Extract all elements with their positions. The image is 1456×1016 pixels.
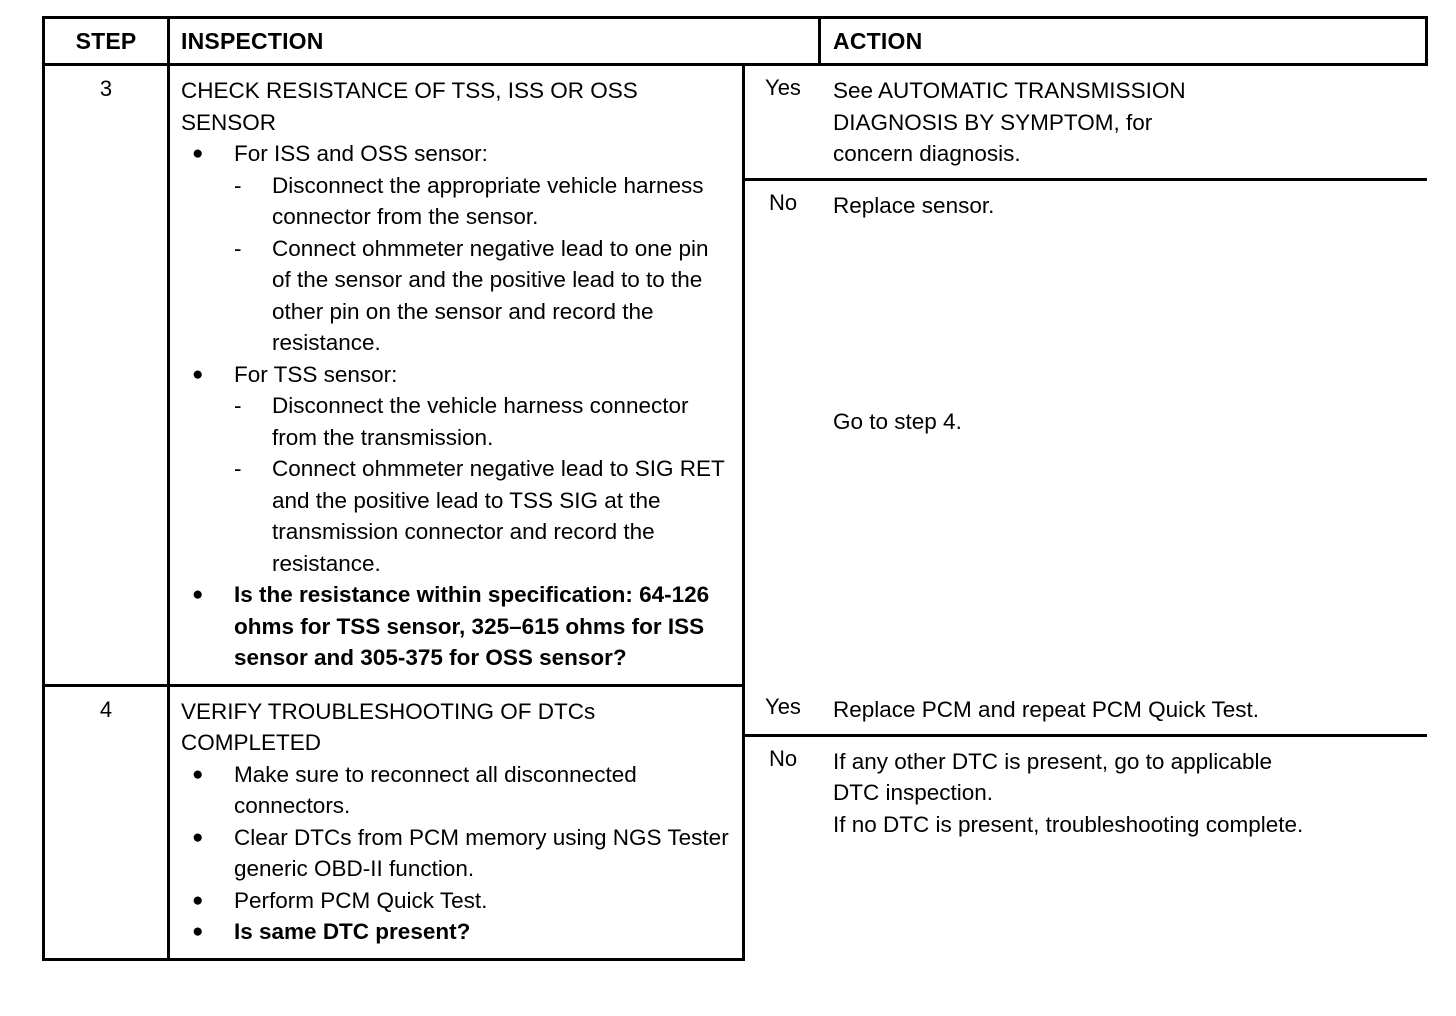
step-number: 3 bbox=[42, 63, 170, 687]
action-cell: Replace sensor. Go to step 4. bbox=[821, 179, 1427, 446]
sub-item-text: Disconnect the appropriate vehicle harne… bbox=[272, 172, 704, 230]
table-header: STEP INSPECTION ACTION bbox=[42, 16, 1429, 66]
answer-action-table: Yes Replace PCM and repeat PCM Quick Test… bbox=[745, 685, 1427, 848]
bullet-text: Make sure to reconnect all disconnected … bbox=[234, 761, 637, 819]
answer-label-yes: Yes bbox=[745, 685, 821, 737]
inspection-bullet-item: ● Is the resistance within specification:… bbox=[181, 579, 732, 674]
action-group-cell: Yes See AUTOMATIC TRANSMISSION DIAGNOSIS B… bbox=[743, 64, 1427, 685]
inspection-sub-item: - Disconnect the appropriate vehicle harn… bbox=[234, 170, 732, 233]
inspection-title-line: CHECK RESISTANCE OF TSS, ISS OR OSS bbox=[181, 78, 638, 103]
table-body: 3 CHECK RESISTANCE OF TSS, ISS OR OSS SENS… bbox=[42, 63, 1427, 961]
action-text-line: Replace PCM and repeat PCM Quick Test. bbox=[833, 697, 1260, 722]
bullet-text: Is same DTC present? bbox=[234, 919, 471, 944]
column-header-inspection: INSPECTION bbox=[166, 16, 822, 66]
action-text-line: DTC inspection. bbox=[833, 780, 994, 805]
inspection-bullet-list: ● For ISS and OSS sensor: - Disconnect the … bbox=[181, 138, 732, 674]
inspection-sub-list: - Disconnect the appropriate vehicle harn… bbox=[234, 170, 732, 359]
action-text-line: Go to step 4. bbox=[833, 409, 962, 434]
bullet-point-icon: ● bbox=[192, 143, 204, 164]
inspection-bullet-item: ● Clear DTCs from PCM memory using NGS Te… bbox=[181, 822, 732, 885]
action-cell: If any other DTC is present, go to appli… bbox=[821, 735, 1427, 848]
action-group-cell: Yes Replace PCM and repeat PCM Quick Test… bbox=[743, 685, 1427, 959]
inspection-sub-item: - Disconnect the vehicle harness connecto… bbox=[234, 390, 732, 453]
action-cell: Replace PCM and repeat PCM Quick Test. bbox=[821, 685, 1427, 737]
bullet-point-icon: ● bbox=[192, 889, 204, 911]
sub-item-text: Connect ohmmeter negative lead to one pi… bbox=[272, 235, 709, 356]
column-header-step: STEP bbox=[42, 16, 170, 66]
inspection-title-line: COMPLETED bbox=[181, 730, 322, 755]
action-text-line: Replace sensor. bbox=[833, 192, 995, 218]
answer-row: No If any other DTC is present, go to app… bbox=[745, 735, 1427, 848]
action-text-line: If any other DTC is present, go to appli… bbox=[833, 748, 1272, 774]
bullet-text: Clear DTCs from PCM memory using NGS Tes… bbox=[234, 824, 729, 882]
inspection-bullet-item: ● Perform PCM Quick Test. bbox=[181, 885, 732, 917]
answer-row: Yes See AUTOMATIC TRANSMISSION DIAGNOSIS B… bbox=[745, 66, 1427, 181]
inspection-bullet-item: ● Make sure to reconnect all disconnected… bbox=[181, 759, 732, 822]
inspection-bullet-item: ● Is same DTC present? bbox=[181, 916, 732, 948]
sub-item-text: Disconnect the vehicle harness connector… bbox=[272, 393, 689, 450]
action-text-line: See AUTOMATIC TRANSMISSION bbox=[833, 78, 1186, 103]
bullet-text: For ISS and OSS sensor: bbox=[234, 141, 488, 166]
answer-label-no: No bbox=[745, 735, 821, 848]
header-row: STEP INSPECTION ACTION bbox=[42, 16, 1429, 66]
inspection-bullet-item: ● For TSS sensor: - Disconnect the vehicle … bbox=[181, 359, 732, 580]
bullet-point-icon: ● bbox=[192, 826, 204, 848]
action-text-line: If no DTC is present, troubleshooting co… bbox=[833, 811, 1304, 837]
inspection-cell: CHECK RESISTANCE OF TSS, ISS OR OSS SENSO… bbox=[167, 63, 745, 687]
column-header-action: ACTION bbox=[818, 16, 1429, 66]
answer-row: No Replace sensor. Go to step 4. bbox=[745, 179, 1427, 446]
answer-label-no: No bbox=[745, 179, 821, 446]
inspection-bullet-list: ● Make sure to reconnect all disconnected… bbox=[181, 759, 732, 948]
inspection-bullet-item: ● For ISS and OSS sensor: - Disconnect the … bbox=[181, 138, 732, 359]
action-text-line: concern diagnosis. bbox=[833, 141, 1021, 166]
dash-marker-icon: - bbox=[234, 456, 242, 481]
inspection-sub-list: - Disconnect the vehicle harness connecto… bbox=[234, 390, 732, 579]
step-number: 4 bbox=[42, 683, 170, 961]
inspection-title-line: VERIFY TROUBLESHOOTING OF DTCs bbox=[181, 698, 596, 724]
dash-marker-icon: - bbox=[234, 393, 242, 418]
answer-row: Yes Replace PCM and repeat PCM Quick Test… bbox=[745, 685, 1427, 737]
inspection-sub-item: - Connect ohmmeter negative lead to one p… bbox=[234, 233, 732, 359]
bullet-text: Perform PCM Quick Test. bbox=[234, 887, 488, 913]
bullet-text: Is the resistance within specification: … bbox=[234, 582, 710, 670]
bullet-text: For TSS sensor: bbox=[234, 361, 398, 387]
bullet-point-icon: ● bbox=[192, 584, 204, 605]
bullet-point-icon: ● bbox=[192, 921, 204, 942]
bullet-point-icon: ● bbox=[192, 363, 204, 385]
action-cell: See AUTOMATIC TRANSMISSION DIAGNOSIS BY S… bbox=[821, 66, 1427, 181]
answer-label-yes: Yes bbox=[745, 66, 821, 181]
inspection-sub-item: - Connect ohmmeter negative lead to SIG R… bbox=[234, 453, 732, 579]
table-row: 3 CHECK RESISTANCE OF TSS, ISS OR OSS SENS… bbox=[42, 63, 1427, 687]
inspection-title: CHECK RESISTANCE OF TSS, ISS OR OSS SENSO… bbox=[181, 75, 732, 138]
dash-marker-icon: - bbox=[234, 235, 242, 261]
answer-action-table: Yes See AUTOMATIC TRANSMISSION DIAGNOSIS B… bbox=[745, 66, 1427, 446]
action-text-line: DIAGNOSIS BY SYMPTOM, for bbox=[833, 109, 1153, 135]
sub-item-text: Connect ohmmeter negative lead to SIG RE… bbox=[272, 456, 725, 576]
dash-marker-icon: - bbox=[234, 172, 242, 198]
bullet-point-icon: ● bbox=[192, 763, 204, 785]
inspection-title-line: SENSOR bbox=[181, 109, 277, 135]
